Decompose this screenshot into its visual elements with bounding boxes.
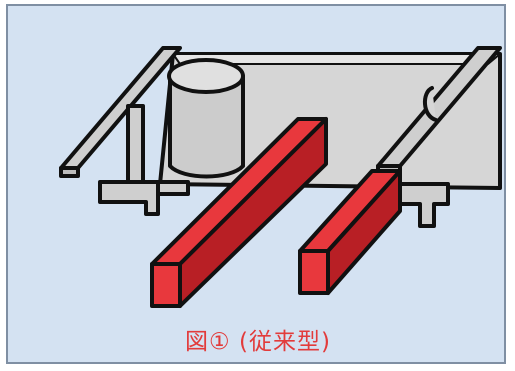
right-red-bar: [298, 169, 402, 295]
figure-caption: 図① (従来型): [185, 329, 331, 355]
diagram-frame: 図① (従来型): [6, 4, 506, 364]
left-bracket: [98, 180, 190, 216]
mechanism-illustration: [59, 46, 502, 308]
left-red-bar: [150, 117, 328, 308]
cylinder: [167, 58, 245, 179]
left-rail: [59, 46, 182, 184]
